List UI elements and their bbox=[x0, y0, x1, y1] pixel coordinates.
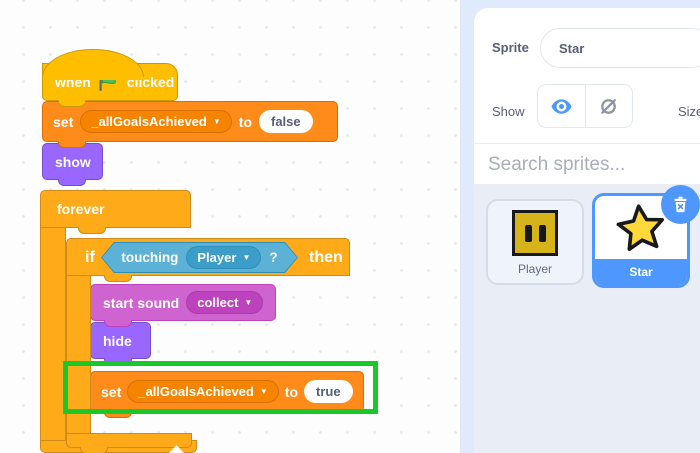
start-sound-block[interactable]: start sound collect ▼ bbox=[90, 284, 276, 321]
dropdown-caret-icon: ▼ bbox=[212, 116, 221, 126]
sprite-card-player[interactable]: Player bbox=[486, 199, 584, 285]
hat-block-dome[interactable] bbox=[42, 49, 144, 80]
script-workspace[interactable]: when clicked set _allGoalsAchieved ▼ to … bbox=[0, 0, 460, 453]
search-divider bbox=[474, 184, 700, 185]
set-true-bump bbox=[104, 411, 132, 418]
set-label: set bbox=[53, 113, 74, 130]
show-hidden-button[interactable] bbox=[586, 85, 633, 127]
forever-block[interactable]: forever bbox=[40, 190, 191, 228]
variable-name: _allGoalsAchieved bbox=[138, 384, 254, 399]
if-block[interactable]: if touching Player ▼ ? then bbox=[66, 238, 350, 276]
sound-name: collect bbox=[197, 295, 239, 310]
sprite-card-star-bar: Star bbox=[595, 259, 687, 285]
if-block-arm[interactable] bbox=[66, 275, 91, 434]
hide-label: hide bbox=[103, 332, 132, 349]
touching-condition-block[interactable]: touching Player ▼ ? bbox=[101, 242, 298, 273]
pause-icon bbox=[538, 224, 546, 242]
variable-dropdown[interactable]: _allGoalsAchieved ▼ bbox=[127, 380, 279, 403]
player-thumbnail bbox=[512, 210, 558, 256]
forever-block-arm[interactable] bbox=[40, 227, 66, 441]
sound-dropdown[interactable]: collect ▼ bbox=[186, 291, 264, 314]
sprite-card-star-label: Star bbox=[629, 265, 653, 279]
size-field-label: Size bbox=[678, 104, 700, 119]
sprite-card-player-label: Player bbox=[517, 262, 552, 276]
start-sound-label: start sound bbox=[103, 294, 180, 311]
set-false-bump bbox=[58, 141, 86, 148]
sprite-panel: Sprite Show bbox=[461, 0, 700, 453]
show-block[interactable]: show bbox=[42, 143, 103, 180]
variable-name: _allGoalsAchieved bbox=[91, 114, 207, 129]
forever-label: forever bbox=[57, 201, 105, 217]
show-field-label: Show bbox=[492, 104, 525, 119]
question-mark-label: ? bbox=[269, 250, 278, 265]
dropdown-caret-icon: ▼ bbox=[242, 252, 251, 262]
sprite-label: Sprite bbox=[492, 40, 529, 55]
if-mouth-bump bbox=[104, 275, 132, 282]
forever-mouth-bump bbox=[78, 227, 106, 234]
value-input-true[interactable]: true bbox=[304, 380, 353, 403]
to-label: to bbox=[284, 383, 298, 400]
if-bottom-bump bbox=[80, 447, 108, 453]
trash-icon bbox=[670, 194, 691, 215]
header-divider bbox=[474, 143, 700, 144]
value-input-false[interactable]: false bbox=[259, 110, 313, 133]
set-label: set bbox=[101, 383, 122, 400]
hide-bump bbox=[104, 358, 132, 365]
search-sprites-input[interactable] bbox=[488, 150, 688, 180]
to-label: to bbox=[238, 113, 252, 130]
pause-icon bbox=[524, 224, 532, 242]
eye-icon bbox=[550, 95, 573, 118]
hide-block[interactable]: hide bbox=[90, 322, 151, 359]
loop-arrow-icon bbox=[169, 445, 184, 453]
sprite-name-input[interactable] bbox=[540, 28, 700, 68]
star-icon bbox=[614, 202, 668, 256]
if-label: if bbox=[85, 249, 95, 266]
touching-label: touching bbox=[121, 250, 179, 265]
touching-target: Player bbox=[197, 250, 237, 265]
panel-divider bbox=[460, 0, 461, 453]
delete-sprite-button[interactable] bbox=[661, 185, 700, 224]
eye-slash-icon bbox=[597, 95, 620, 118]
start-sound-bump bbox=[104, 320, 132, 327]
touching-target-dropdown[interactable]: Player ▼ bbox=[186, 246, 261, 269]
hat-block-bump bbox=[58, 100, 86, 107]
if-block-bottom[interactable] bbox=[66, 433, 192, 448]
set-variable-true-block[interactable]: set _allGoalsAchieved ▼ to true bbox=[90, 371, 364, 412]
dropdown-caret-icon: ▼ bbox=[259, 386, 268, 396]
set-variable-false-block[interactable]: set _allGoalsAchieved ▼ to false bbox=[42, 101, 338, 142]
variable-dropdown[interactable]: _allGoalsAchieved ▼ bbox=[80, 110, 232, 133]
dropdown-caret-icon: ▼ bbox=[244, 297, 253, 307]
sprite-info-card: Sprite Show bbox=[474, 8, 700, 453]
show-visible-button[interactable] bbox=[538, 85, 586, 127]
then-label: then bbox=[309, 249, 343, 266]
show-bump bbox=[58, 179, 86, 186]
visibility-toggle bbox=[537, 84, 633, 128]
show-label: show bbox=[55, 153, 91, 170]
